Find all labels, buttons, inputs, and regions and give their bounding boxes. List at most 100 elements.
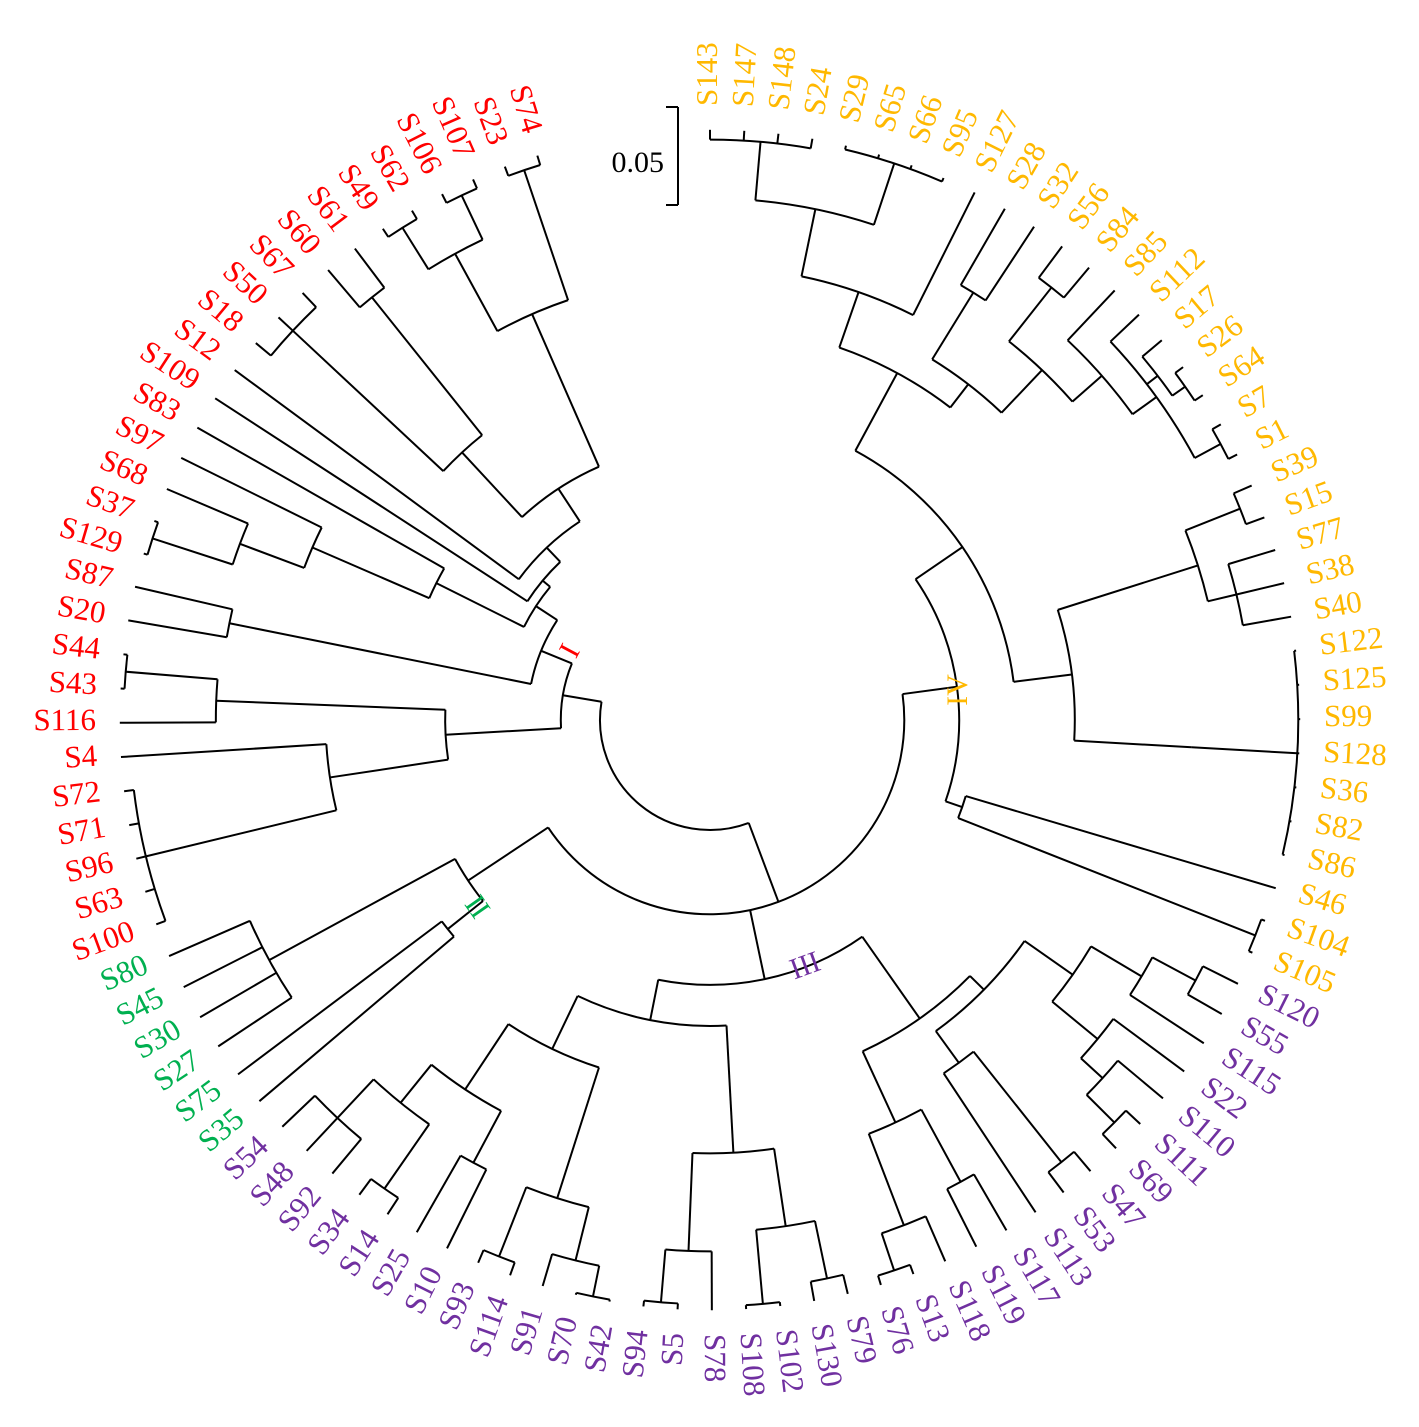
leaf-branch — [120, 743, 327, 759]
leaf-branch — [1063, 266, 1090, 299]
branch-arc — [658, 935, 863, 986]
internal-branch — [229, 622, 532, 685]
internal-branch — [747, 822, 780, 903]
leaf-branch — [1233, 484, 1253, 495]
internal-branch — [312, 546, 430, 600]
leaf-branch — [509, 1262, 516, 1276]
branch-arc — [946, 1173, 975, 1190]
leaf-branch — [382, 228, 390, 238]
internal-branch — [749, 909, 766, 980]
internal-branch — [445, 727, 562, 736]
internal-branch — [725, 1025, 735, 1153]
leaf-branch — [941, 177, 945, 182]
branch-arc — [387, 218, 418, 238]
internal-branch — [915, 546, 964, 581]
internal-branch — [125, 670, 218, 681]
internal-branch — [1008, 286, 1053, 343]
leaf-branch — [909, 164, 913, 170]
leaf-label-s122: S122 — [1317, 620, 1384, 662]
leaf-branch — [984, 226, 1035, 301]
leaf-branch — [809, 1281, 816, 1302]
leaf-branch — [281, 1094, 316, 1128]
internal-branch — [1171, 385, 1186, 397]
internal-branch — [1074, 739, 1192, 749]
internal-branch — [861, 936, 921, 1020]
leaf-branch — [446, 1168, 488, 1249]
leaf-branch — [155, 919, 166, 926]
leaf-branch — [1141, 339, 1163, 358]
branch-arc — [881, 1215, 927, 1235]
internal-branch — [1146, 375, 1159, 385]
leaf-label-s128: S128 — [1322, 734, 1388, 773]
leaf-label-s148: S148 — [760, 44, 802, 111]
internal-branch — [1185, 507, 1241, 532]
branch-arc — [755, 199, 875, 226]
internal-branch — [945, 800, 963, 809]
leaf-branch — [877, 154, 881, 159]
leaf-label-s4: S4 — [63, 738, 98, 775]
branch-arc — [862, 975, 971, 1053]
leaf-branch — [477, 1249, 485, 1264]
branch-arc — [692, 1147, 775, 1155]
branch-arc — [132, 789, 167, 922]
internal-branch — [461, 451, 523, 518]
branch-arc — [868, 1108, 922, 1135]
internal-branch — [542, 579, 551, 588]
branch-arc — [359, 286, 385, 309]
leaf-label-s125: S125 — [1322, 659, 1388, 698]
branch-arc — [1047, 1150, 1075, 1173]
internal-branch — [854, 372, 899, 452]
leaf-branch — [331, 1138, 362, 1175]
branch-arc — [1129, 956, 1154, 996]
leaf-branch — [1117, 1059, 1164, 1100]
internal-branch — [556, 1067, 600, 1199]
branch-arc — [460, 1154, 487, 1171]
tree-branches — [119, 129, 1301, 1311]
leaf-branch — [354, 247, 386, 289]
leaf-branch — [1227, 549, 1276, 566]
internal-branch — [1191, 746, 1298, 755]
branch-arc — [1141, 355, 1174, 397]
internal-branch — [1194, 443, 1222, 459]
leaf-branch — [965, 795, 1277, 890]
internal-branch — [371, 296, 483, 436]
internal-branch — [754, 141, 762, 201]
branch-arc — [521, 465, 600, 518]
internal-branch — [659, 1249, 667, 1303]
branch-arc — [442, 434, 483, 472]
internal-branch — [399, 1064, 433, 1104]
internal-branch — [551, 995, 579, 1050]
internal-branch — [216, 699, 446, 711]
branch-arc — [370, 1178, 399, 1199]
internal-branch — [813, 1220, 829, 1279]
internal-branch — [902, 685, 958, 696]
clade-label-i: I — [553, 639, 587, 663]
leaf-branch — [1245, 516, 1265, 526]
branch-arc — [1247, 919, 1263, 952]
leaf-label-s82: S82 — [1312, 805, 1366, 848]
leaf-branch — [959, 208, 1006, 286]
leaf-branch — [1202, 965, 1239, 985]
branch-arc — [446, 187, 478, 204]
leaf-branch — [742, 130, 746, 141]
leaf-label-s20: S20 — [55, 588, 108, 631]
branch-arc — [507, 1023, 600, 1069]
leaf-branch — [168, 919, 251, 958]
internal-branch — [454, 253, 499, 332]
internal-branch — [935, 1030, 960, 1064]
internal-branch — [498, 1186, 528, 1257]
branch-arc — [1056, 609, 1076, 741]
leaf-branch — [1073, 1151, 1092, 1172]
leaf-branch — [183, 946, 263, 989]
leaf-branch — [1066, 289, 1116, 342]
branch-arc — [1227, 563, 1244, 626]
leaf-branch — [145, 887, 156, 893]
internal-branch — [574, 1206, 590, 1261]
branch-arc — [530, 619, 559, 685]
branch-arc — [810, 1273, 844, 1283]
branch-arc — [303, 527, 323, 569]
branch-arc — [496, 299, 569, 332]
leaf-label-s43: S43 — [48, 664, 98, 702]
leaf-branch — [642, 1300, 646, 1307]
